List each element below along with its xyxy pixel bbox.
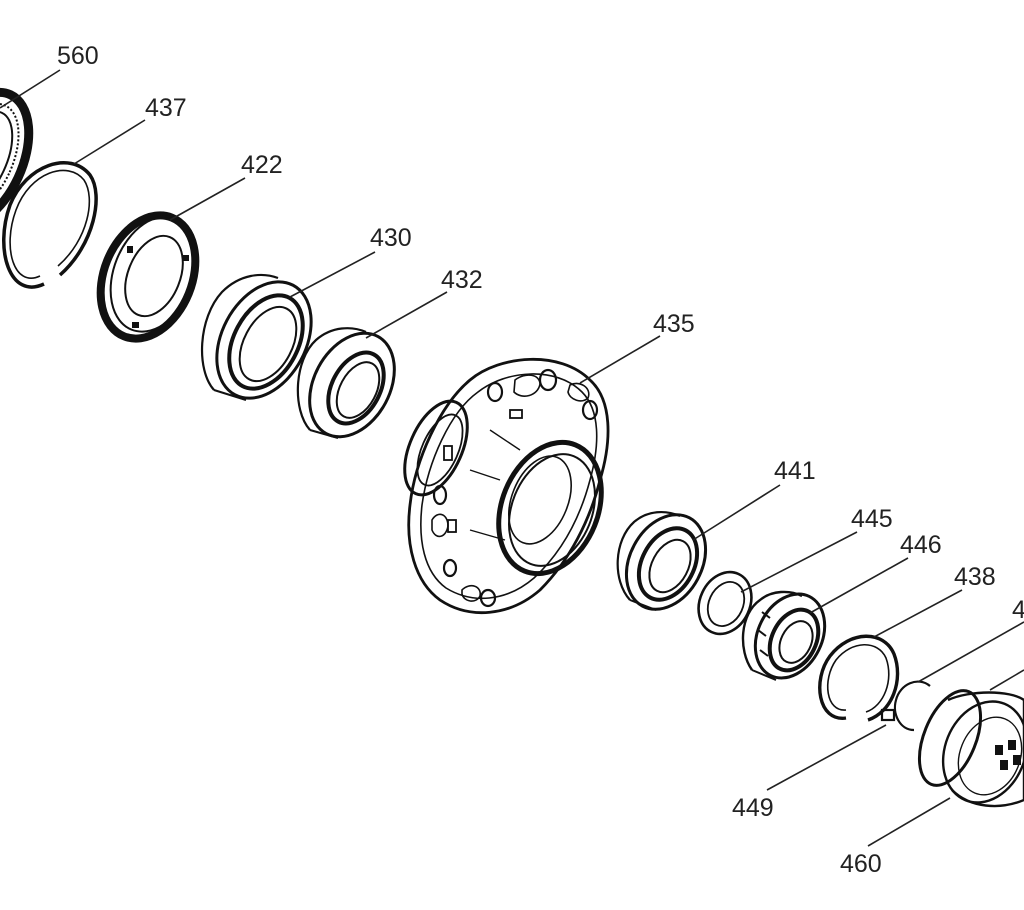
callout-460: 460 (840, 850, 882, 878)
callout-438: 438 (954, 563, 996, 591)
leader-446 (809, 557, 909, 614)
part-430-bearing (200, 273, 313, 401)
leader-432 (365, 291, 448, 339)
leader-438 (873, 589, 963, 638)
part-435-wheel-hub (403, 357, 610, 614)
part-446-axle-nut (741, 590, 827, 681)
part-560-toothed-ring (0, 87, 34, 233)
callout-441: 441 (774, 457, 816, 485)
leader-4xx (917, 621, 1024, 683)
callout-560: 560 (57, 42, 99, 70)
callout-432: 432 (441, 266, 483, 294)
callout-430: 430 (370, 224, 412, 252)
leader-lines (0, 69, 1024, 847)
leader-430 (289, 251, 376, 298)
part-438-snap-ring (818, 634, 900, 722)
callout-446: 446 (900, 531, 942, 559)
leader-460-upper (989, 669, 1024, 691)
leader-435 (579, 335, 661, 384)
callout-435: 435 (653, 310, 695, 338)
part-460-hub-cap (917, 689, 1024, 808)
leader-445 (740, 531, 858, 593)
callout-449: 449 (732, 794, 774, 822)
part-422-seal-ring (96, 211, 200, 343)
leader-437 (73, 119, 146, 165)
part-441-bearing (616, 510, 708, 611)
callout-445: 445 (851, 505, 893, 533)
leader-460 (867, 797, 951, 847)
leader-441 (692, 484, 781, 541)
leader-449 (766, 724, 887, 791)
leader-422 (169, 177, 246, 221)
part-437-snap-ring (2, 161, 98, 289)
callout-437: 437 (145, 94, 187, 122)
callout-labels: 560 437 422 430 432 435 441 445 446 438 … (57, 42, 1024, 878)
callout-422: 422 (241, 151, 283, 179)
part-432-bearing-cone (296, 327, 396, 439)
callout-4xx: 4 (1012, 596, 1024, 624)
leader-560 (0, 69, 61, 109)
